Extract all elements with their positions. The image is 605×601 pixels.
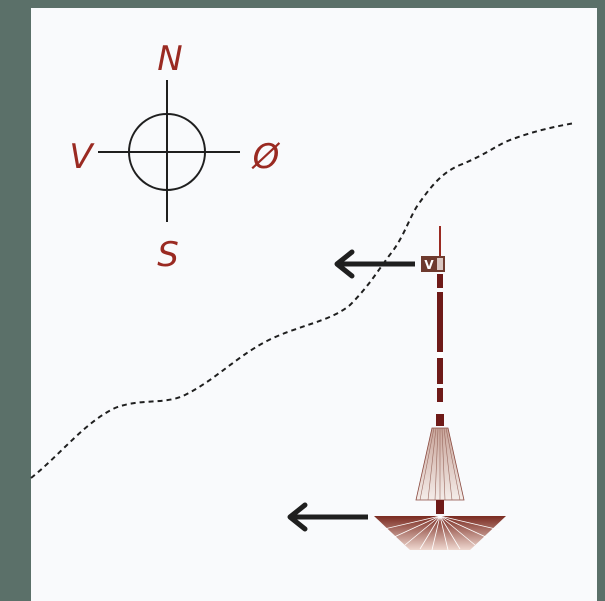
device-rod-lower [437,388,443,402]
device-fan-ribs [379,515,501,551]
compass-west-label: V [69,137,95,177]
device-rod-band [437,352,443,358]
device-rod-main [437,292,443,384]
compass: N V Ø S [69,39,280,275]
device-fan-base [374,516,506,550]
diagram-panel [31,8,597,601]
dashed-boundary-line [30,122,576,479]
upper-arrow [334,249,415,279]
device-label-tab [437,258,443,270]
device-label: V [424,258,434,272]
compass-circle [128,113,206,191]
compass-east-label: Ø [251,137,281,177]
device-base-joint [436,500,444,514]
vertical-device: V [374,226,506,551]
compass-south-label: S [157,235,179,275]
lower-arrow [287,502,368,532]
device-rod-upper [437,274,443,288]
device-cone-ribs [419,427,461,501]
compass-north-label: N [157,39,182,79]
device-rod-joint [436,414,444,426]
